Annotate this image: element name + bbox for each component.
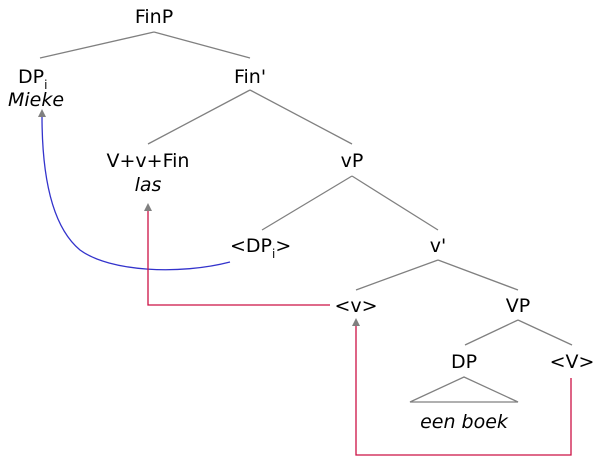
branch-vp-dptrace: [261, 175, 353, 231]
node-VP: VP: [506, 295, 530, 317]
triangle-dp-obj: [409, 376, 519, 403]
node-V-trace: <V>: [550, 351, 595, 373]
node-vvfin: V+v+Fin: [107, 150, 190, 172]
node-dp-trace-index: i: [272, 247, 275, 261]
node-dp-trace: <DPi>: [230, 235, 291, 261]
word-las: las: [135, 174, 162, 196]
branch-finp-dp: [39, 31, 155, 59]
node-dp-subject-label: DP: [18, 66, 44, 88]
node-v-trace: <v>: [334, 295, 377, 317]
dp-movement-arrow: [38, 109, 231, 271]
branch-VP-dpobj: [464, 319, 519, 346]
node-vp-small: vP: [341, 150, 364, 172]
node-dp-trace-open: <DP: [230, 235, 272, 257]
v-movement-arrow: [144, 203, 330, 306]
branch-vbar-VP: [437, 259, 519, 291]
node-dp-object: DP: [451, 351, 477, 373]
node-finp: FinP: [135, 6, 173, 28]
word-mieke: Mieke: [8, 89, 64, 111]
word-een-boek: een boek: [420, 411, 509, 433]
V-movement-arrow: [352, 318, 572, 456]
node-finbar: Fin': [234, 66, 266, 88]
node-dp-trace-close: >: [275, 235, 291, 257]
branch-finp-finbar: [153, 31, 251, 59]
node-vbar: v': [430, 235, 446, 257]
branch-VP-Vtrace: [517, 319, 573, 346]
branch-finbar-vvfin: [147, 89, 251, 145]
branch-vp-vbar: [351, 175, 439, 231]
node-dp-subject: DPi: [18, 66, 47, 92]
branch-vbar-vtrace: [355, 259, 439, 291]
branch-finbar-vp: [249, 89, 353, 145]
node-dp-subject-index: i: [44, 78, 47, 92]
